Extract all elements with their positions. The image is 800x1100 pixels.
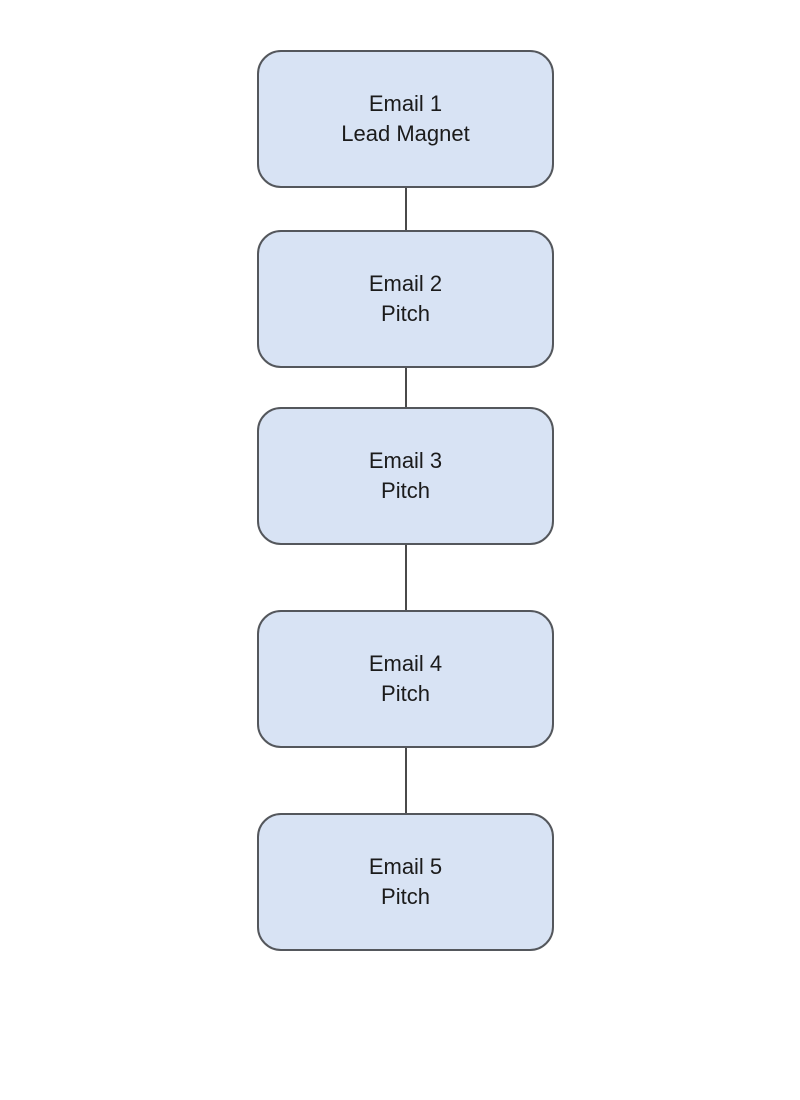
node-subtitle: Lead Magnet	[341, 121, 470, 146]
connector-line-4-5	[405, 748, 407, 813]
connector-line-3-4	[405, 545, 407, 610]
node-title: Email 2	[368, 271, 443, 296]
flow-node-email-2: Email 2 Pitch	[257, 230, 554, 368]
node-title: Email 4	[368, 651, 443, 676]
node-subtitle: Pitch	[381, 301, 430, 326]
node-subtitle: Pitch	[381, 681, 430, 706]
node-title: Email 5	[368, 854, 443, 879]
node-subtitle: Pitch	[381, 884, 430, 909]
node-subtitle: Pitch	[381, 478, 430, 503]
connector-line-1-2	[405, 188, 407, 230]
connector-line-2-3	[405, 368, 407, 407]
node-title: Email 3	[368, 448, 443, 473]
node-title: Email 1	[368, 91, 443, 116]
flow-node-email-1: Email 1 Lead Magnet	[257, 50, 554, 188]
flow-node-email-3: Email 3 Pitch	[257, 407, 554, 545]
flow-node-email-5: Email 5 Pitch	[257, 813, 554, 951]
flow-node-email-4: Email 4 Pitch	[257, 610, 554, 748]
